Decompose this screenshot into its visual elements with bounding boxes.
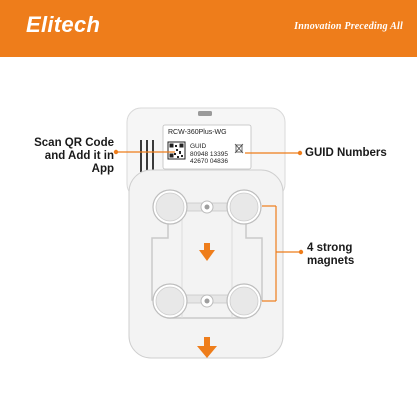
waste-bin-icon xyxy=(234,143,244,154)
magnet-icon xyxy=(152,189,188,225)
screw-hole-icon xyxy=(200,294,214,308)
down-arrow-icon xyxy=(199,243,215,261)
brand-banner: Elitech Innovation Preceding All xyxy=(0,0,417,57)
magnets-callout-line1: 4 strong xyxy=(307,242,353,254)
brand-slogan: Innovation Preceding All xyxy=(294,21,403,32)
vent-lines xyxy=(140,140,154,172)
magnet-icon xyxy=(226,283,262,319)
guid-callout: GUID Numbers xyxy=(305,147,387,159)
label-guid-line2: 42670 04836 xyxy=(190,158,228,165)
callout-lines xyxy=(113,149,304,302)
label-guid-line1: 80948 13395 xyxy=(190,150,228,158)
magnet-icon xyxy=(226,189,262,225)
qr-code-icon xyxy=(167,141,186,160)
qr-callout-line2: and Add it in App xyxy=(44,150,114,175)
down-arrow-icon xyxy=(197,337,217,358)
device-slot xyxy=(198,111,212,116)
label-model: RCW-360Plus-WG xyxy=(168,129,227,136)
magnet-icon xyxy=(152,283,188,319)
qr-callout-line1: Scan QR Code xyxy=(34,137,114,149)
magnets-callout-line2: magnets xyxy=(307,255,355,267)
brand-logo: Elitech xyxy=(26,12,101,37)
label-guid-title: GUID xyxy=(190,143,207,150)
screw-hole-icon xyxy=(200,200,214,214)
qr-callout: Scan QR Code and Add it in App xyxy=(22,137,114,176)
magnets-callout: 4 strong magnets xyxy=(307,242,354,268)
